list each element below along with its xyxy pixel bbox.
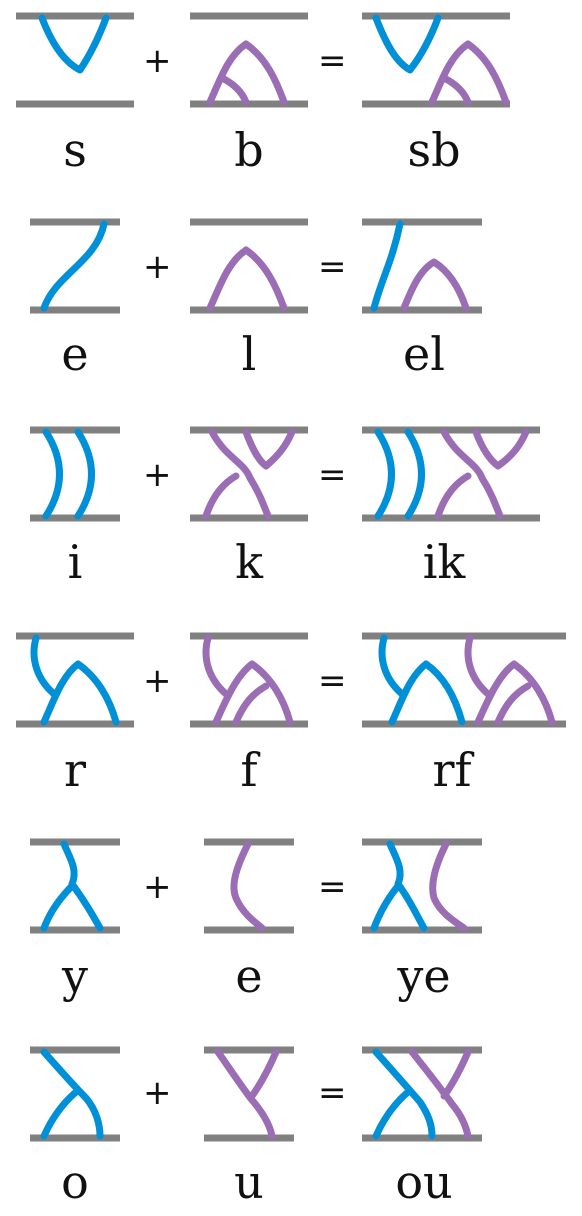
equals-sign: = [318,41,347,81]
label-result: ik [423,535,467,589]
strand-inner-cup [440,74,472,106]
tile-i [30,426,120,522]
label-result: rf [432,743,474,797]
strand-descending [202,634,230,698]
row-2: + = e l el [30,218,482,381]
label-right: f [240,743,260,797]
strand-cap [440,1048,472,1100]
row-6: + = o u ou [30,1046,482,1209]
strand-outer-cup [206,40,288,106]
tile-e [30,218,120,314]
row-3: + = i k ik [30,426,540,589]
strand-cup [40,660,120,726]
strand-crossing [208,428,272,520]
tile-ou [362,1046,482,1142]
strand-diagonal [214,1048,276,1140]
strand-left [42,428,63,520]
plus-sign: + [143,41,172,81]
strand-wave [429,840,468,932]
strand-descending [464,634,492,698]
tile-f [190,632,308,728]
tile-rf [362,632,566,728]
tile-u [204,1046,294,1142]
strand-cup [372,1088,412,1140]
strand-crossing [440,428,504,520]
strand-cup [370,882,402,932]
strand-right [74,428,95,520]
tile-y [30,838,120,934]
tile-s [16,12,134,108]
row-1: + = s b sb [16,12,510,177]
strand-cap [242,428,296,470]
strand-cup [400,258,470,312]
strand-cap [38,14,110,74]
tile-r [16,632,134,728]
label-right: l [242,327,257,381]
strand-inner-cup [218,74,250,106]
strand-right [404,428,425,520]
strand-cup [40,882,76,932]
strand-diagonal [40,220,108,312]
tile-ik [362,426,540,522]
strand-outer-cup [212,660,294,726]
label-result: sb [407,123,460,177]
strand-diagonal [40,1048,104,1140]
label-left: y [61,949,88,1003]
label-left: s [63,123,87,177]
tile-b [190,12,308,108]
strand-diagonal [408,1048,472,1140]
strand-descending [378,634,406,698]
strand-diagonal [370,220,404,312]
plus-sign: + [143,661,172,701]
plus-sign: + [143,867,172,907]
label-left: i [68,535,83,589]
strand-cap [248,1048,280,1100]
tile-ye [362,838,482,934]
strand-inner-cup [232,682,270,726]
strand-wave [230,840,266,932]
tile-k [190,426,308,522]
label-result: ye [396,949,450,1003]
strand-cup [434,472,472,520]
strand-inner-cup [494,682,532,726]
strand-outer-cup [474,660,556,726]
strand-diagonal [372,1048,436,1140]
label-result: ou [395,1155,452,1209]
strand-cap [372,14,442,74]
equals-sign: = [318,1073,347,1113]
equals-sign: = [318,867,347,907]
label-right: u [234,1155,264,1209]
label-left: o [61,1155,89,1209]
tile-el [362,218,482,314]
equals-sign: = [318,661,347,701]
strand-cap [472,428,530,470]
strand-cup [40,1088,80,1140]
row-4: + = r f rf [16,632,566,797]
tile-e2 [204,838,294,934]
label-left: e [61,327,88,381]
label-right: b [234,123,263,177]
tile-sb [362,12,510,108]
equals-sign: = [318,455,347,495]
strand-left [374,428,395,520]
strand-descending [30,634,58,698]
label-right: e [235,949,262,1003]
strand-outer-cup [428,40,510,106]
row-5: + = y e ye [30,838,482,1003]
strand-cup [388,660,466,726]
label-result: el [403,327,445,381]
plus-sign: + [143,1073,172,1113]
plus-sign: + [143,455,172,495]
plus-sign: + [143,247,172,287]
label-left: r [64,743,86,797]
equals-sign: = [318,247,347,287]
tile-l [190,218,308,314]
label-right: k [235,535,264,589]
strand-cup [206,246,288,312]
strand-cup [202,472,240,520]
tile-o [30,1046,120,1142]
